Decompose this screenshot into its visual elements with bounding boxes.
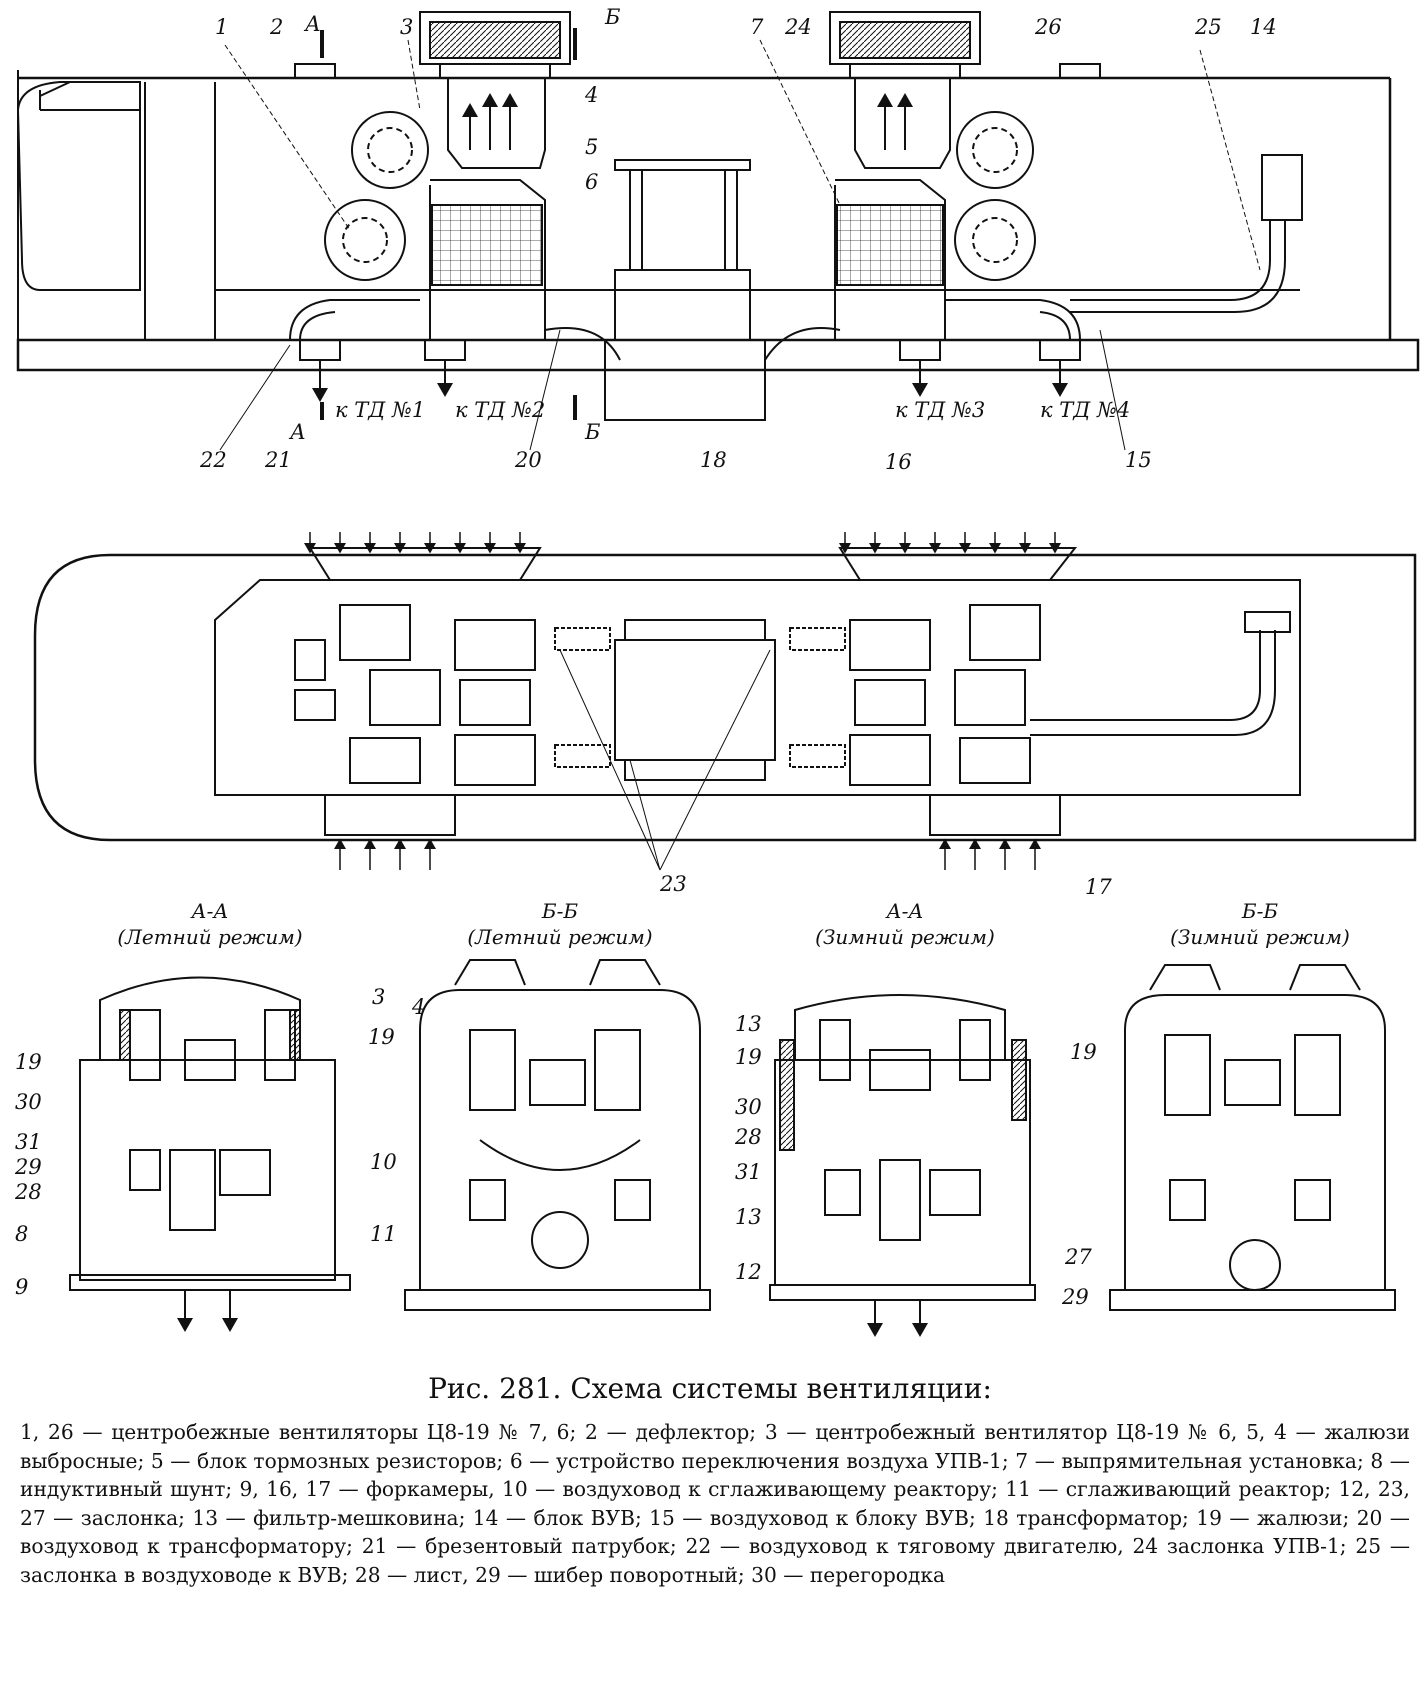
callout-22: 22: [200, 448, 227, 472]
callout-3: 3: [400, 15, 414, 39]
s3-callout-13a: 13: [735, 1012, 762, 1036]
legend-item: 5, 4 — жалюзи выбросные;: [20, 1420, 1411, 1473]
legend-item: 20 — воздуховод к трансформатору;: [20, 1505, 1410, 1559]
s1-callout-31: 31: [15, 1130, 42, 1154]
section-bb-summer: [404, 959, 711, 1311]
plan-view: [33, 532, 1417, 871]
callout-7: 7: [750, 15, 764, 39]
section-4-mode: (Зимний режим): [1170, 925, 1350, 949]
s1-callout-19b: 19: [368, 1025, 395, 1049]
s2-callout-11: 11: [370, 1222, 397, 1246]
s3-callout-30: 30: [735, 1095, 762, 1119]
legend-item: 14 — блок ВУВ;: [472, 1505, 650, 1530]
legend-item: 22 — воздуховод к тяговому двигателю,: [685, 1534, 1133, 1559]
legend-item: 24 заслонка УПВ-1;: [1132, 1534, 1356, 1559]
section-title-3: А-А (Зимний режим): [775, 898, 1035, 950]
section-4-name: Б-Б: [1241, 899, 1279, 923]
figure-legend: 1, 26 — центробежные вентиляторы Ц8-19 №…: [20, 1418, 1410, 1590]
section-1-mode: (Летний режим): [117, 925, 303, 949]
legend-item: 6 — устройство переключения воздуха УПВ-…: [509, 1448, 1016, 1473]
section-2-name: Б-Б: [541, 899, 579, 923]
callout-18: 18: [700, 448, 727, 472]
callout-17: 17: [1085, 875, 1112, 899]
callout-5: 5: [585, 135, 599, 159]
legend-item: 2 — дефлектор;: [585, 1420, 765, 1444]
section-aa-winter: [769, 994, 1036, 1337]
s3-callout-29: 29: [1062, 1285, 1089, 1309]
callout-21: 21: [265, 448, 292, 472]
section-title-1: А-А (Летний режим): [80, 898, 340, 950]
s3-callout-12: 12: [735, 1260, 762, 1284]
callout-26: 26: [1035, 15, 1062, 39]
legend-item: 29 — шибер поворотный;: [475, 1562, 752, 1587]
callout-14: 14: [1250, 15, 1277, 39]
callout-6: 6: [585, 170, 599, 194]
motor-label-4: к ТД №4: [1040, 398, 1131, 422]
s2-callout-4: 4: [412, 995, 426, 1019]
legend-item: 9, 16, 17 — форкамеры,: [239, 1477, 502, 1502]
s1-callout-28: 28: [15, 1180, 42, 1204]
section-mark-a-top: А: [305, 12, 321, 36]
section-title-2: Б-Б (Летний режим): [430, 898, 690, 950]
legend-item: 18 трансформатор;: [983, 1505, 1197, 1530]
s3-callout-13b: 13: [735, 1205, 762, 1229]
legend-item: 8 — индуктивный шунт;: [20, 1448, 1410, 1502]
callout-20: 20: [515, 448, 542, 472]
s1-callout-30: 30: [15, 1090, 42, 1114]
legend-item: 7 — выпрямительная установка;: [1015, 1448, 1371, 1473]
side-view: [16, 11, 1420, 451]
section-mark-b-bottom: Б: [585, 420, 601, 444]
s1-callout-9: 9: [15, 1275, 29, 1299]
legend-item: 19 — жалюзи;: [1196, 1505, 1357, 1530]
s1-callout-3: 3: [372, 985, 386, 1009]
section-1-name: А-А: [191, 899, 229, 923]
section-3-name: А-А: [886, 899, 924, 923]
legend-item: 11 — сглаживающий реактор;: [1005, 1477, 1339, 1502]
ventilation-scheme-drawing: [16, 11, 1420, 1337]
s3-callout-28: 28: [735, 1125, 762, 1149]
legend-item: 1, 26 — центробежные вентиляторы Ц8-19 №…: [20, 1420, 585, 1444]
callout-2: 2: [270, 15, 284, 39]
callout-16: 16: [885, 450, 912, 474]
s3-callout-31: 31: [735, 1160, 762, 1184]
callout-24: 24: [785, 15, 812, 39]
s4-callout-27: 27: [1065, 1245, 1092, 1269]
figure-caption-title: Рис. 281. Схема системы вентиляции:: [428, 1372, 992, 1405]
legend-item: 25 — заслонка в воздуховоде к ВУВ;: [20, 1534, 1411, 1587]
s1-callout-19a: 19: [15, 1050, 42, 1074]
s1-callout-29: 29: [15, 1155, 42, 1179]
s3-callout-19b: 19: [1070, 1040, 1097, 1064]
motor-label-2: к ТД №2: [455, 398, 546, 422]
legend-item: 12, 23, 27 — заслонка;: [20, 1477, 1410, 1530]
section-3-mode: (Зимний режим): [815, 925, 995, 949]
section-2-mode: (Летний режим): [467, 925, 653, 949]
section-mark-a-bottom: А: [290, 420, 306, 444]
legend-item: 3 — центробежный вентилятор Ц8-19 № 6,: [764, 1420, 1247, 1444]
legend-item: 15 — воздуховод к блоку ВУВ;: [649, 1505, 984, 1530]
motor-label-1: к ТД №1: [335, 398, 426, 422]
legend-item: 30 — перегородка: [751, 1562, 945, 1587]
s1-callout-8: 8: [15, 1222, 29, 1246]
legend-item: 13 — фильтр-мешковина;: [192, 1505, 473, 1530]
callout-1: 1: [215, 15, 229, 39]
callout-15: 15: [1125, 448, 1152, 472]
callout-25: 25: [1195, 15, 1222, 39]
motor-label-3: к ТД №3: [895, 398, 986, 422]
callout-23: 23: [660, 872, 687, 896]
section-title-4: Б-Б (Зимний режим): [1130, 898, 1390, 950]
section-bb-winter: [1109, 964, 1396, 1311]
s2-callout-10: 10: [370, 1150, 397, 1174]
callout-4: 4: [585, 83, 599, 107]
legend-item: 5 — блок тормозных резисторов;: [150, 1448, 510, 1473]
s3-callout-19a: 19: [735, 1045, 762, 1069]
section-mark-b-top: Б: [605, 5, 621, 29]
legend-item: 10 — воздуховод к сглаживающему реактору…: [502, 1477, 1006, 1502]
legend-item: 21 — брезентовый патрубок;: [361, 1534, 686, 1559]
section-aa-summer: [69, 976, 351, 1332]
legend-item: 28 — лист,: [354, 1562, 476, 1587]
